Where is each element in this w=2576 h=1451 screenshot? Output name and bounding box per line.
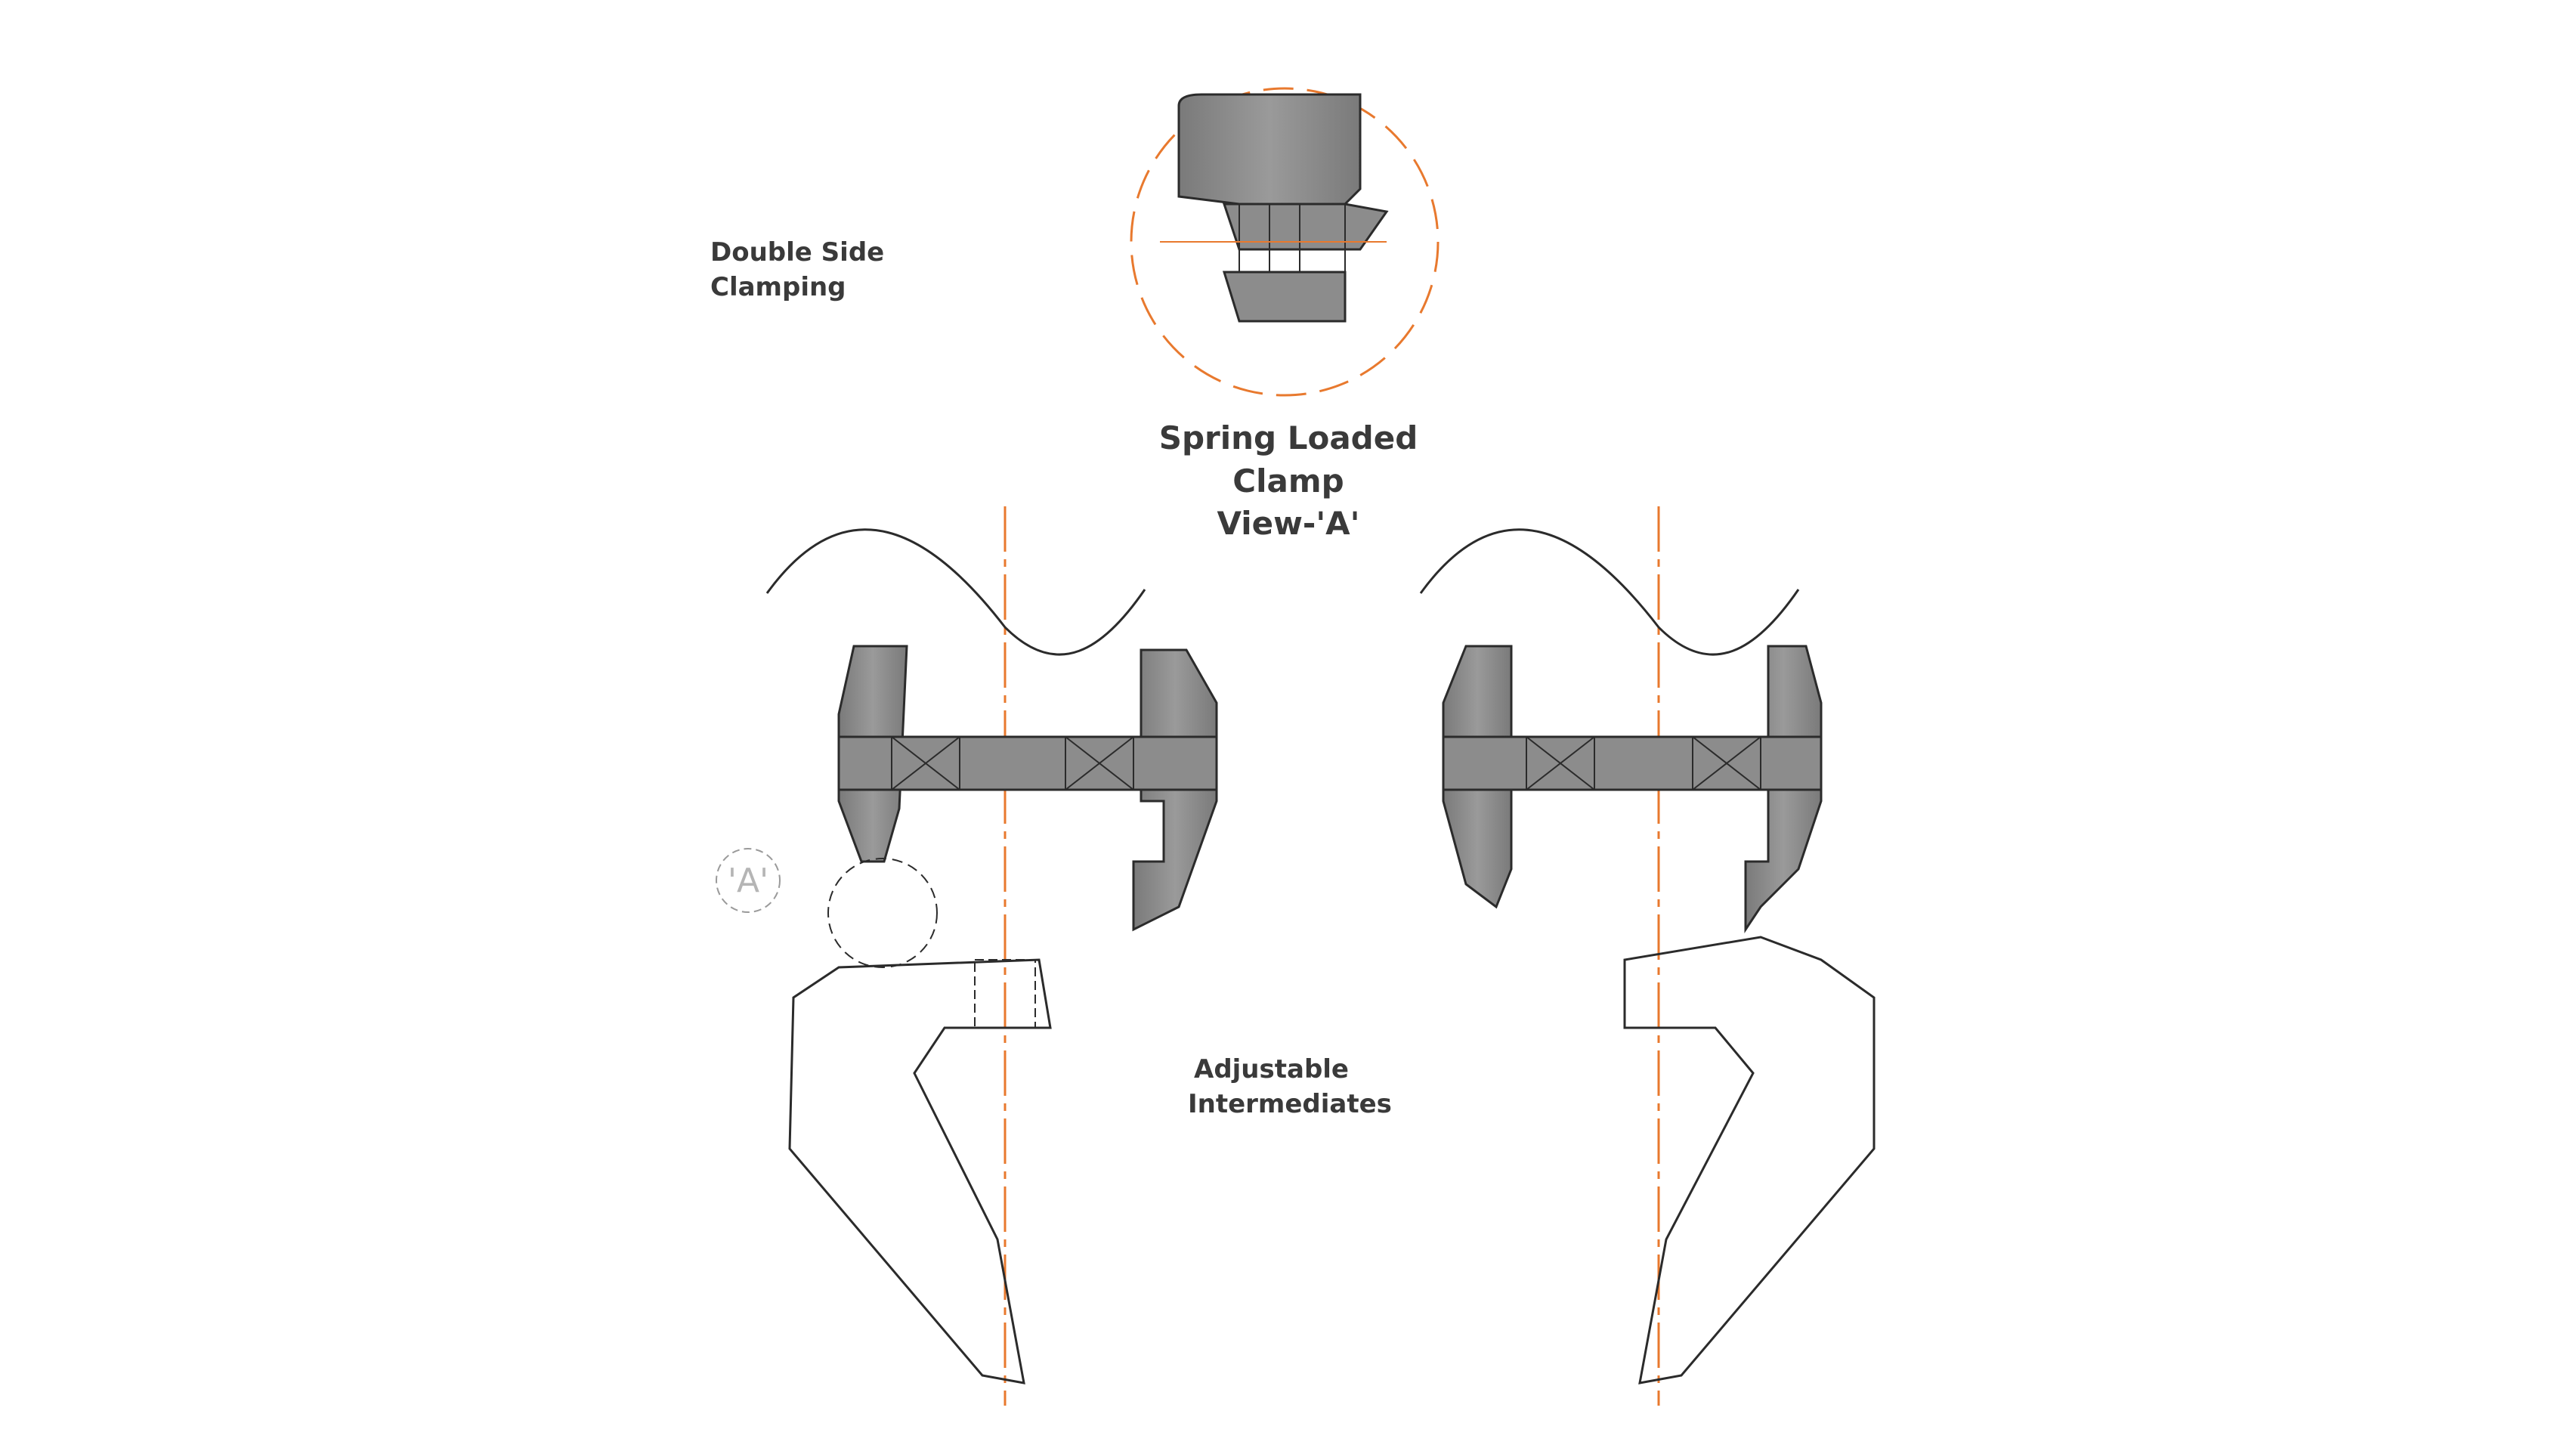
detail-view-a <box>1130 87 1440 397</box>
right-clamp-assembly <box>1419 506 1876 1406</box>
adjust-line1: Adjustable <box>1194 1054 1349 1084</box>
double-side-line1: Double Side <box>710 237 885 268</box>
adjustable-intermediates-label: Adjustable Intermediates <box>1188 1053 1392 1122</box>
callout-a-text: 'A' <box>728 862 768 900</box>
spring-line1: Spring Loaded Clamp <box>1158 419 1418 500</box>
double-side-clamping-label: Double Side Clamping <box>710 236 884 305</box>
left-clamp-assembly: 'A' <box>716 506 1218 1406</box>
spring-loaded-clamp-title: Spring Loaded Clamp View-'A' <box>1103 417 1474 546</box>
spring-line2: View-'A' <box>1217 505 1360 543</box>
double-side-line2: Clamping <box>710 271 846 302</box>
adjust-line2: Intermediates <box>1188 1088 1392 1119</box>
